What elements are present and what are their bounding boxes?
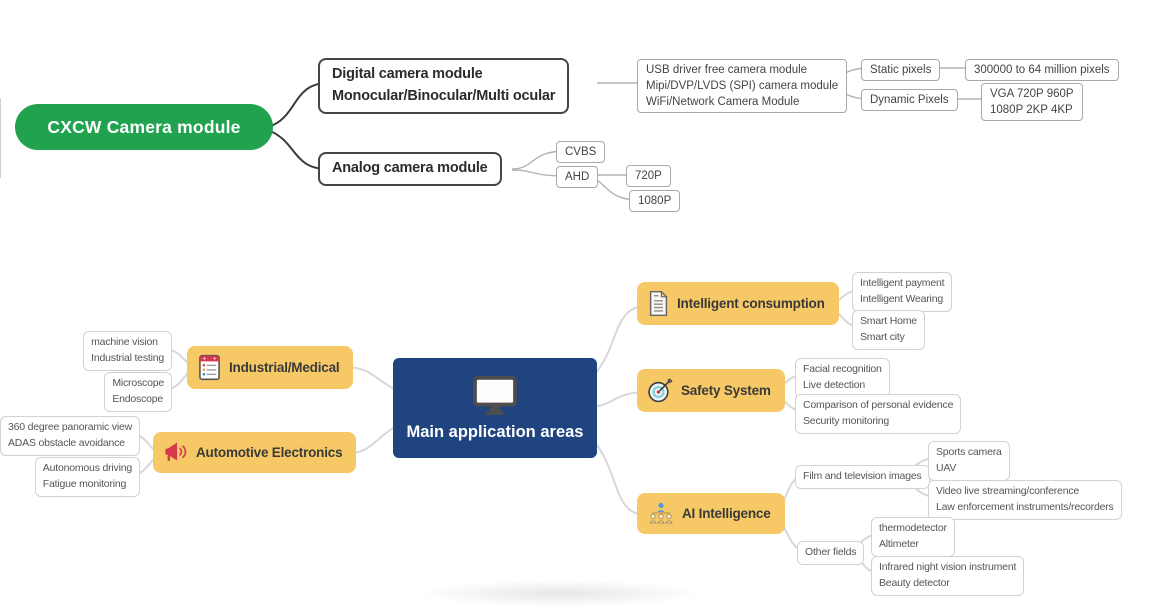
leaf-microscope[interactable]: Microscope Endoscope [104,372,172,412]
static-pixels-label: Static pixels [870,64,932,76]
leaf-360-panoramic[interactable]: 360 degree panoramic view ADAS obstacle … [0,416,140,456]
other-fields-label: Other fields [805,546,857,558]
node-cvbs[interactable]: CVBS [556,141,606,164]
leaf-line: Beauty detector [879,576,950,589]
people-icon [647,501,675,526]
leaf-line: Altimeter [879,537,919,550]
leaf-line: Autonomous driving [42,462,132,474]
leaf-line: Intelligent Wearing [860,292,943,305]
leaf-line: Smart Home [860,315,917,327]
leaf-line: 360 degree panoramic view [8,421,132,433]
node-industrial-medical[interactable]: Industrial/Medical [187,346,354,389]
types-line-1: USB driver free camera module [646,64,808,76]
consumption-label: Intelligent consumption [677,296,825,311]
leaf-line: Endoscope [112,392,164,405]
leaf-line: Industrial testing [91,351,164,364]
leaf-intelligent-payment[interactable]: Intelligent payment Intelligent Wearing [852,272,953,312]
node-ai-intelligence[interactable]: AI Intelligence [637,493,785,534]
types-line-3: WiFi/Network Camera Module [646,96,800,109]
leaf-line: Fatigue monitoring [42,477,127,490]
leaf-line: ADAS obstacle avoidance [8,436,125,449]
node-automotive-electronics[interactable]: Automotive Electronics [153,432,357,473]
megaphone-icon [163,440,189,465]
dynamic-pixels-value-2: 1080P 2KP 4KP [990,104,1073,117]
leaf-line: Security monitoring [803,414,890,427]
leaf-smart-home[interactable]: Smart Home Smart city [852,310,925,350]
film-label: Film and television images [803,470,922,482]
leaf-line: Video live streaming/conference [936,485,1080,497]
leaf-machine-vision[interactable]: machine vision Industrial testing [83,331,172,371]
digital-line-1: Digital camera module [332,66,483,82]
analog-label: Analog camera module [332,160,488,176]
leaf-infrared-night-vision[interactable]: Infrared night vision instrument Beauty … [871,556,1025,596]
leaf-line: thermodetector [879,522,947,534]
static-pixels-value: 300000 to 64 million pixels [974,64,1110,76]
leaf-line: machine vision [91,336,158,348]
safety-label: Safety System [681,383,771,398]
leaf-line: Sports camera [936,446,1002,458]
cvbs-label: CVBS [565,146,597,158]
types-line-2: Mipi/DVP/LVDS (SPI) camera module [646,80,839,93]
ahd-label: AHD [565,171,590,183]
industrial-label: Industrial/Medical [229,360,340,375]
canvas-edge-line [0,98,1,178]
node-intelligent-consumption[interactable]: Intelligent consumption [637,282,839,325]
ai-label: AI Intelligence [682,506,771,521]
node-digital-camera-module[interactable]: Digital camera module Monocular/Binocula… [318,58,570,114]
leaf-line: Smart city [860,330,905,343]
leaf-line: Live detection [803,378,865,391]
node-safety-system[interactable]: Safety System [637,369,785,412]
node-ahd[interactable]: AHD [556,166,599,189]
leaf-video-streaming[interactable]: Video live streaming/conference Law enfo… [928,480,1122,520]
leaf-personal-evidence[interactable]: Comparison of personal evidence Security… [795,394,962,434]
dynamic-pixels-value-1: VGA 720P 960P [990,88,1074,100]
node-film-television[interactable]: Film and television images [795,465,930,489]
node-static-pixels-range[interactable]: 300000 to 64 million pixels [965,59,1119,82]
leaf-line: Infrared night vision instrument [879,561,1017,573]
soft-shadow [415,580,705,607]
node-other-fields[interactable]: Other fields [797,541,865,565]
node-dynamic-pixels[interactable]: Dynamic Pixels [861,89,958,112]
leaf-sports-camera[interactable]: Sports camera UAV [928,441,1010,481]
leaf-line: Facial recognition [803,363,882,375]
720p-label: 720P [635,170,662,182]
node-1080p[interactable]: 1080P [629,190,681,213]
leaf-line: Intelligent payment [860,277,945,289]
leaf-line: UAV [936,461,957,474]
node-static-pixels[interactable]: Static pixels [861,59,941,82]
application-root-label: Main application areas [406,422,584,441]
monitor-icon [472,375,518,417]
digital-line-2: Monocular/Binocular/Multi ocular [332,87,556,104]
leaf-line: Comparison of personal evidence [803,399,954,411]
node-digital-camera-types[interactable]: USB driver free camera module Mipi/DVP/L… [637,59,848,114]
node-cxcw-camera-root[interactable]: CXCW Camera module [15,104,273,150]
automotive-label: Automotive Electronics [196,445,343,460]
leaf-thermodetector[interactable]: thermodetector Altimeter [871,517,955,557]
dynamic-pixels-label: Dynamic Pixels [870,94,949,106]
leaf-autonomous-driving[interactable]: Autonomous driving Fatigue monitoring [34,457,140,497]
leaf-line: Microscope [112,377,164,389]
1080p-label: 1080P [638,195,672,207]
clipboard-icon [197,354,222,381]
node-analog-camera-module[interactable]: Analog camera module [318,152,502,186]
node-main-application-root[interactable]: Main application areas [393,358,597,458]
document-icon [647,290,670,317]
root-label: CXCW Camera module [47,116,241,137]
node-720p[interactable]: 720P [626,165,671,188]
target-icon [647,377,674,404]
leaf-facial-recognition[interactable]: Facial recognition Live detection [795,358,890,398]
node-dynamic-pixels-range[interactable]: VGA 720P 960P 1080P 2KP 4KP [981,83,1083,122]
leaf-line: Law enforcement instruments/recorders [936,500,1114,513]
